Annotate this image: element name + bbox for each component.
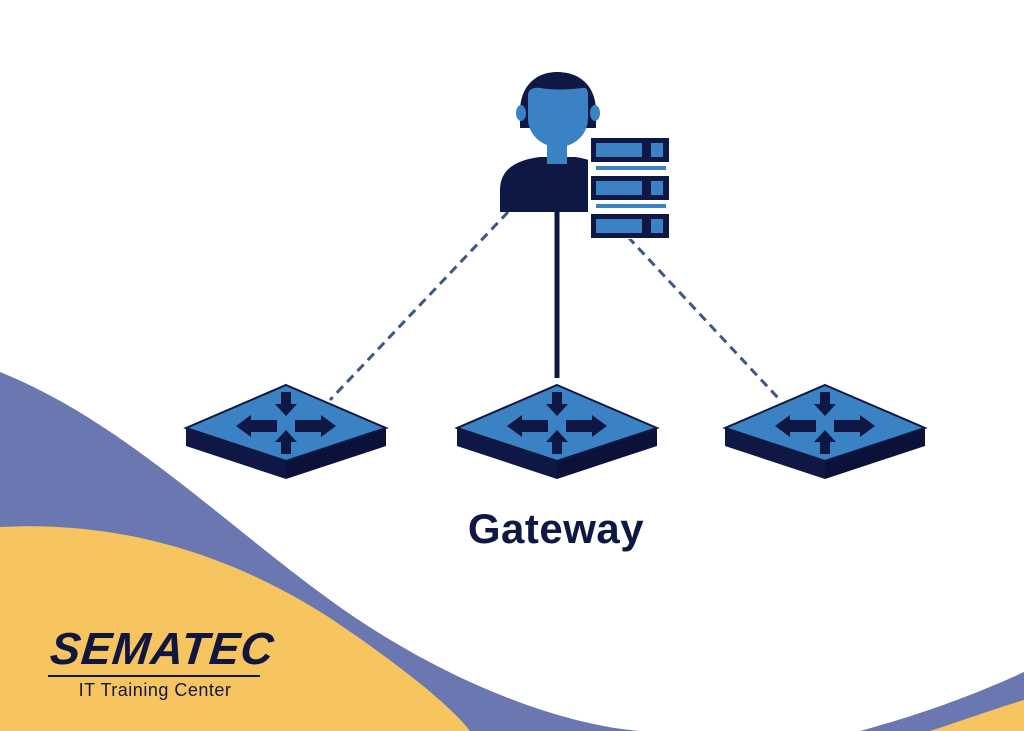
edge-admin-router-left — [328, 210, 510, 402]
wave-yellow-right — [930, 700, 1024, 731]
router-icon — [183, 383, 389, 479]
router-left — [183, 383, 389, 479]
router-icon — [454, 383, 660, 479]
user-server-icon — [500, 72, 672, 239]
wave-yellow — [0, 526, 470, 731]
router-center — [454, 383, 660, 479]
brand-name: SEMATEC — [47, 623, 277, 674]
brand-logo: SEMATEC IT Training Center — [48, 623, 277, 701]
gateway-label: Gateway — [467, 505, 645, 552]
router-right — [722, 383, 928, 479]
router-icon — [722, 383, 928, 479]
edge-admin-router-right — [626, 235, 782, 402]
brand-divider — [48, 675, 260, 677]
brand-tagline: IT Training Center — [78, 680, 232, 700]
admin-node — [500, 72, 672, 239]
